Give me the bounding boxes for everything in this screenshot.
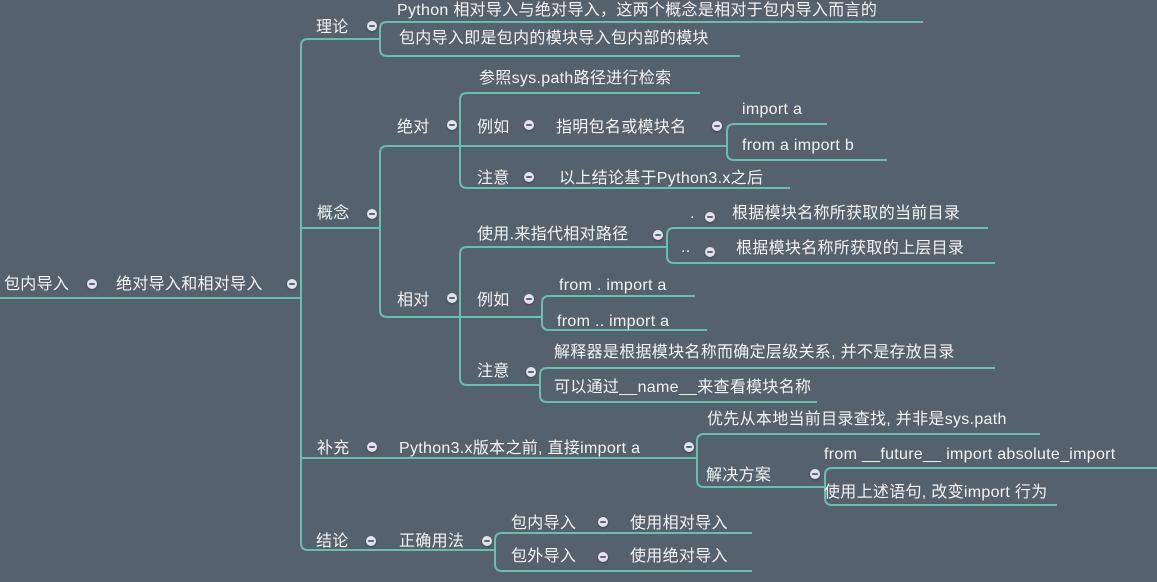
minus-icon xyxy=(707,251,713,253)
collapse-button-relative-dot[interactable] xyxy=(705,212,715,222)
topic-main[interactable]: 绝对导入和相对导入 xyxy=(116,276,263,293)
collapse-button-out-package[interactable] xyxy=(598,552,608,562)
minus-icon xyxy=(369,213,375,215)
topic-absolute-example-code-2[interactable]: from a import b xyxy=(742,137,855,154)
minus-icon xyxy=(600,556,606,558)
minus-icon xyxy=(528,371,534,373)
minus-icon xyxy=(526,124,532,126)
topic-concept[interactable]: 概念 xyxy=(317,205,350,222)
collapse-button-correct-usage[interactable] xyxy=(482,536,492,546)
topic-supplement-topic[interactable]: Python3.x版本之前, 直接import a xyxy=(399,440,641,457)
topic-solution[interactable]: 解决方案 xyxy=(706,467,772,484)
branch-relative-children xyxy=(459,246,667,386)
collapse-button-absolute-example[interactable] xyxy=(524,120,534,130)
topic-in-package-usage[interactable]: 使用相对导入 xyxy=(630,515,728,532)
minus-icon xyxy=(655,234,661,236)
topic-relative-example[interactable]: 例如 xyxy=(477,292,510,309)
topic-theory-point-2[interactable]: 包内导入即是包内的模块导入包内部的模块 xyxy=(399,30,709,47)
topic-absolute-note-value[interactable]: 以上结论基于Python3.x之后 xyxy=(559,170,764,187)
minus-icon xyxy=(369,25,375,27)
branch-supplement-children xyxy=(696,433,1040,488)
topic-absolute-example-code-1[interactable]: import a xyxy=(742,101,803,118)
topic-root[interactable]: 包内导入 xyxy=(4,276,70,293)
branch-dot-usage-children xyxy=(666,227,995,264)
collapse-button-conclusion[interactable] xyxy=(366,536,376,546)
topic-relative-dot[interactable]: . xyxy=(690,205,695,222)
topic-out-package[interactable]: 包外导入 xyxy=(511,548,577,565)
collapse-button-concept[interactable] xyxy=(367,209,377,219)
topic-relative-dotdot[interactable]: .. xyxy=(681,239,691,256)
topic-absolute-note[interactable]: 注意 xyxy=(477,170,510,187)
topic-solution-2[interactable]: 使用上述语句, 改变import 行为 xyxy=(824,484,1048,501)
minus-icon xyxy=(600,521,606,523)
topic-conclusion[interactable]: 结论 xyxy=(316,533,349,550)
topic-theory[interactable]: 理论 xyxy=(316,19,349,36)
topic-relative-note-2[interactable]: 可以通过__name__来查看模块名称 xyxy=(554,379,812,396)
minus-icon xyxy=(484,540,490,542)
topic-absolute-example-value[interactable]: 指明包名或模块名 xyxy=(556,119,687,136)
collapse-button-relative-note[interactable] xyxy=(526,367,536,377)
collapse-button-supplement[interactable] xyxy=(367,442,377,452)
topic-absolute[interactable]: 绝对 xyxy=(397,119,430,136)
topic-in-package[interactable]: 包内导入 xyxy=(511,515,577,532)
branch-absolute-children xyxy=(459,92,790,189)
collapse-button-relative-dot-usage[interactable] xyxy=(653,230,663,240)
collapse-button-in-package[interactable] xyxy=(598,517,608,527)
minus-icon xyxy=(368,540,374,542)
topic-relative-dot-desc[interactable]: 根据模块名称所获取的当前目录 xyxy=(732,205,961,222)
collapse-button-solution[interactable] xyxy=(810,469,820,479)
topic-supplement-issue[interactable]: 优先从本地当前目录查找, 并非是sys.path xyxy=(707,411,1007,428)
minus-icon xyxy=(707,216,713,218)
collapse-button-relative[interactable] xyxy=(447,293,457,303)
topic-absolute-search[interactable]: 参照sys.path路径进行检索 xyxy=(479,70,672,87)
topic-correct-usage[interactable]: 正确用法 xyxy=(399,533,465,550)
minus-icon xyxy=(449,297,455,299)
topic-out-package-usage[interactable]: 使用绝对导入 xyxy=(630,548,728,565)
topic-relative-dotdot-desc[interactable]: 根据模块名称所获取的上层目录 xyxy=(736,240,965,257)
topic-relative-note[interactable]: 注意 xyxy=(477,363,510,380)
collapse-button-absolute-note[interactable] xyxy=(524,172,534,182)
minus-icon xyxy=(369,446,375,448)
minus-icon xyxy=(686,446,692,448)
topic-relative-note-1[interactable]: 解释器是根据模块名称而确定层级关系, 并不是存放目录 xyxy=(554,344,955,361)
minus-icon xyxy=(812,473,818,475)
collapse-button-relative-dotdot[interactable] xyxy=(705,247,715,257)
collapse-button-relative-example[interactable] xyxy=(524,294,534,304)
topic-absolute-example[interactable]: 例如 xyxy=(477,119,510,136)
branch-conclusion-children xyxy=(494,532,752,572)
branch-absolute-example-children xyxy=(726,123,887,161)
branch-main-trunk xyxy=(300,38,495,551)
collapse-button-main[interactable] xyxy=(287,279,297,289)
topic-solution-1[interactable]: from __future__ import absolute_import xyxy=(824,446,1116,463)
branch-relative-note-children xyxy=(539,367,995,403)
collapse-button-absolute-example-value[interactable] xyxy=(712,121,722,131)
collapse-button-absolute[interactable] xyxy=(447,120,457,130)
branch-solution-children xyxy=(824,467,1157,506)
collapse-button-theory[interactable] xyxy=(367,21,377,31)
minus-icon xyxy=(714,125,720,127)
minus-icon xyxy=(526,176,532,178)
minus-icon xyxy=(89,283,95,285)
topic-relative-example-code-1[interactable]: from . import a xyxy=(559,277,667,294)
branch-relative-example-children xyxy=(541,295,707,331)
topic-supplement[interactable]: 补充 xyxy=(317,440,350,457)
branch-concept-children xyxy=(379,145,727,318)
collapse-button-root[interactable] xyxy=(87,279,97,289)
topic-theory-point-1[interactable]: Python 相对导入与绝对导入，这两个概念是相对于包内导入而言的 xyxy=(397,2,878,19)
topic-relative-example-code-2[interactable]: from .. import a xyxy=(557,313,670,330)
collapse-button-supplement-topic[interactable] xyxy=(684,442,694,452)
minus-icon xyxy=(449,124,455,126)
branch-theory-children xyxy=(379,21,923,57)
topic-relative-dot-usage[interactable]: 使用.来指代相对路径 xyxy=(477,226,629,243)
minus-icon xyxy=(526,298,532,300)
topic-relative[interactable]: 相对 xyxy=(397,292,430,309)
minus-icon xyxy=(289,283,295,285)
